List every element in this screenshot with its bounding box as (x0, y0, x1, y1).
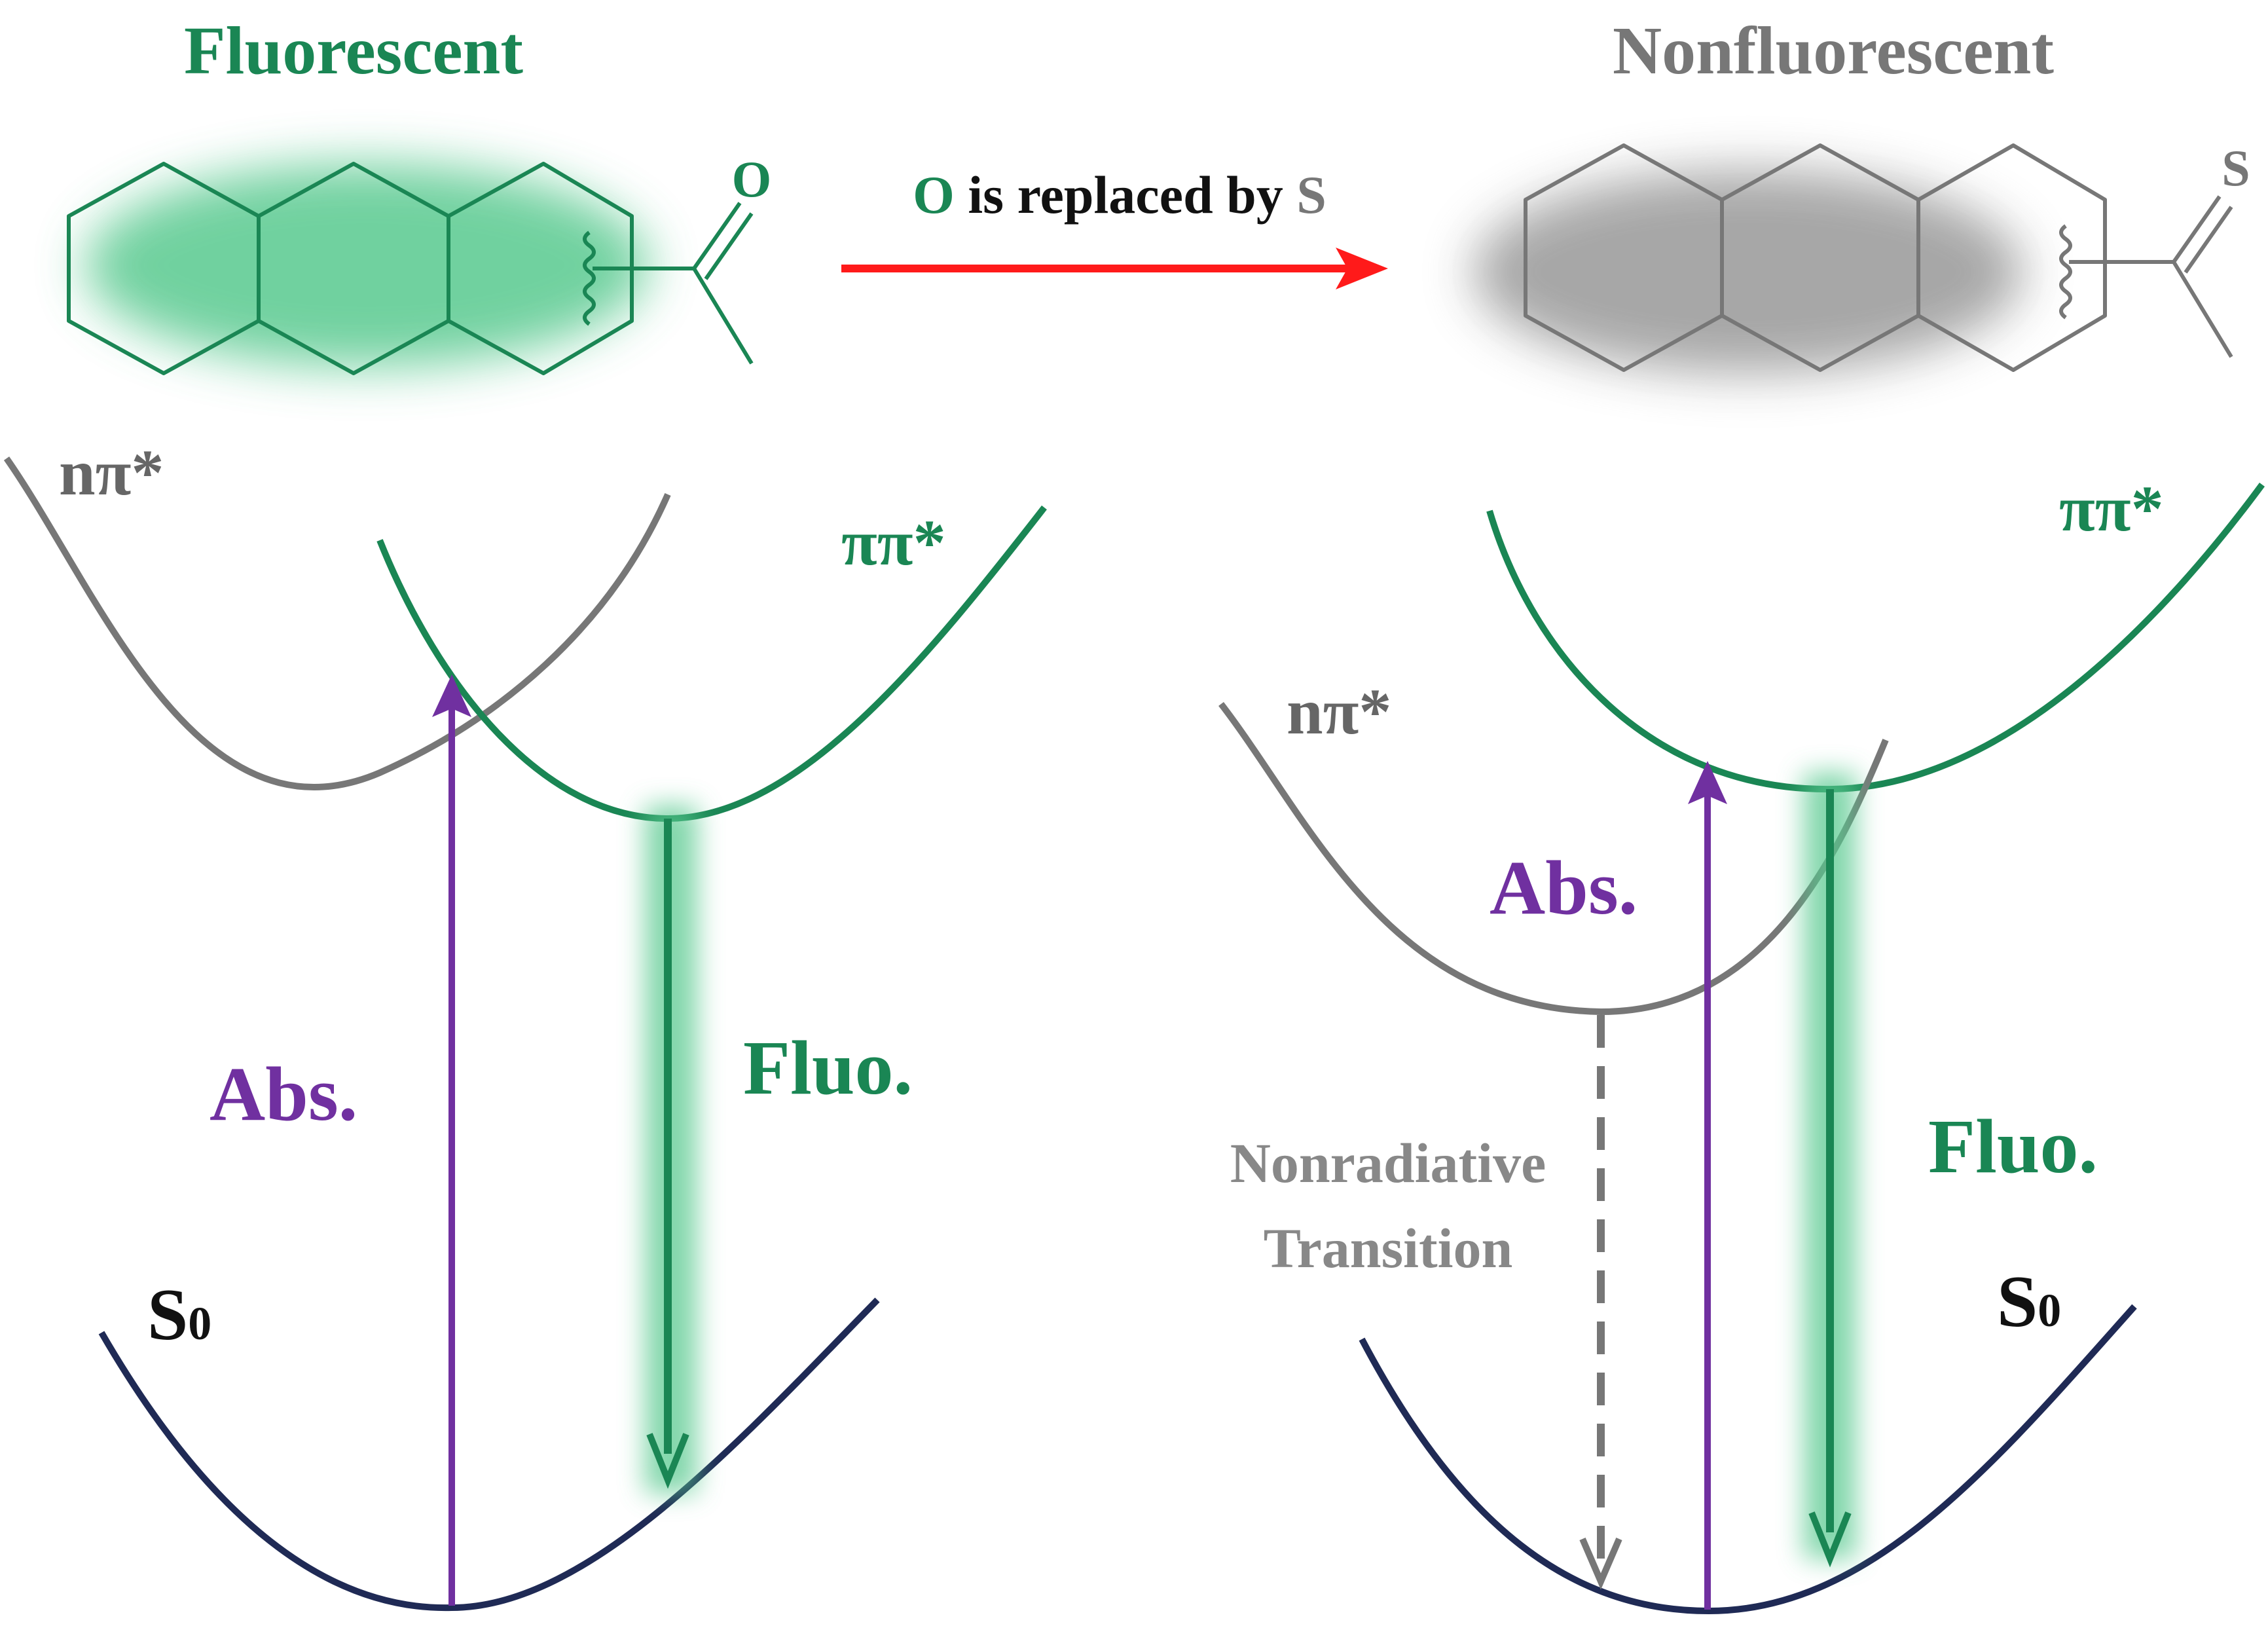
ground-state-curve-left (98, 1297, 880, 1612)
s0-label-left: S0 (147, 1274, 211, 1356)
replacement-caption: O is replaced by S (913, 165, 1326, 225)
fluo-label-right: Fluo. (1928, 1103, 2098, 1189)
abs-label-right: Abs. (1490, 845, 1637, 931)
ground-state-curve-right (1359, 1304, 2137, 1615)
fused-ring-molecule-right (1524, 143, 2233, 372)
n-pi-star-label-right: nπ* (1287, 675, 1391, 748)
fluorescence-arrowhead-left (646, 1433, 689, 1489)
reaction-arrowhead (1336, 248, 1388, 289)
fluo-label-left: Fluo. (743, 1025, 913, 1111)
nonradiative-label-line2: Transition (1264, 1217, 1513, 1280)
fluorescence-glow (85, 164, 648, 367)
abs-label-left: Abs. (210, 1051, 357, 1137)
oxygen-atom-label: O (732, 151, 772, 208)
pi-pi-star-label-left: ππ* (841, 506, 946, 579)
absorption-arrowhead-left (432, 675, 471, 717)
s0-label-right: S0 (1997, 1261, 2061, 1342)
gray-shading (1473, 170, 2023, 373)
n-pi-star-curve-left (3, 456, 671, 791)
fused-ring-molecule-left (67, 162, 754, 375)
nonradiative-label-line1: Nonradiative (1230, 1132, 1546, 1194)
absorption-arrowhead-right (1688, 761, 1727, 804)
sulfur-atom-label: S (2222, 139, 2250, 196)
nonfluorescent-title: Nonfluorescent (1613, 13, 2054, 88)
pi-pi-star-label-right: ππ* (2059, 472, 2164, 545)
fluorescent-title: Fluorescent (184, 13, 523, 88)
n-pi-star-label-left: nπ* (59, 436, 164, 509)
fluorescence-arrowhead-right (1808, 1511, 1852, 1568)
nonradiative-arrowhead (1579, 1538, 1622, 1590)
